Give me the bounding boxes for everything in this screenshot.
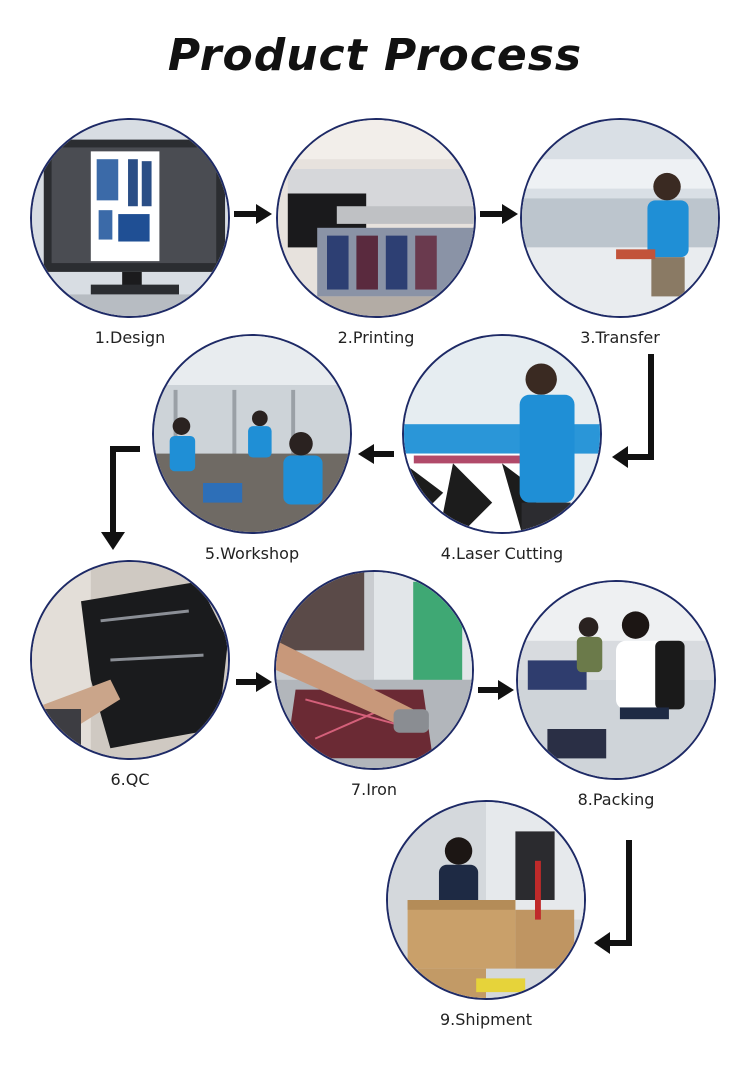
step-label: 4.Laser Cutting <box>440 544 564 563</box>
step-workshop: 5.Workshop <box>152 334 352 563</box>
step-laser-cutting: 4.Laser Cutting <box>402 334 602 563</box>
qc-scene-icon <box>32 562 228 758</box>
arrow-right-icon <box>478 680 514 700</box>
step-packing: 8.Packing <box>516 580 716 809</box>
qc-photo <box>30 560 230 760</box>
monitor-scene-icon <box>32 120 228 316</box>
step-label: 1.Design <box>94 328 166 347</box>
packing-scene-icon <box>518 582 714 778</box>
packing-photo <box>516 580 716 780</box>
step-label: 9.Shipment <box>439 1010 532 1029</box>
arrow-right-icon <box>234 204 272 224</box>
arrow-left-icon <box>358 444 394 464</box>
arrow-right-icon <box>236 672 272 692</box>
step-qc: 6.QC <box>30 560 230 789</box>
step-label: 2.Printing <box>337 328 415 347</box>
step-iron: 7.Iron <box>274 570 474 799</box>
arrow-bend-down-icon <box>101 446 140 550</box>
workshop-photo <box>152 334 352 534</box>
step-design: 1.Design <box>30 118 230 347</box>
printing-photo <box>276 118 476 318</box>
arrow-bend-down-left-icon <box>594 840 632 954</box>
printer-scene-icon <box>278 120 474 316</box>
step-transfer: 3.Transfer <box>520 118 720 347</box>
step-label: 6.QC <box>110 770 150 789</box>
step-label: 8.Packing <box>577 790 655 809</box>
transfer-scene-icon <box>522 120 718 316</box>
step-shipment: 9.Shipment <box>386 800 586 1029</box>
laser-cutting-photo <box>402 334 602 534</box>
laser-cutting-scene-icon <box>404 336 600 532</box>
step-printing: 2.Printing <box>276 118 476 347</box>
shipment-photo <box>386 800 586 1000</box>
shipment-scene-icon <box>388 802 584 998</box>
step-label: 7.Iron <box>350 780 398 799</box>
arrow-right-icon <box>480 204 518 224</box>
design-photo <box>30 118 230 318</box>
iron-scene-icon <box>276 572 472 768</box>
step-label: 5.Workshop <box>204 544 300 563</box>
step-label: 3.Transfer <box>580 328 660 347</box>
arrow-bend-down-left-icon <box>612 354 654 468</box>
transfer-photo <box>520 118 720 318</box>
iron-photo <box>274 570 474 770</box>
page-title: Product Process <box>167 30 583 81</box>
workshop-scene-icon <box>154 336 350 532</box>
